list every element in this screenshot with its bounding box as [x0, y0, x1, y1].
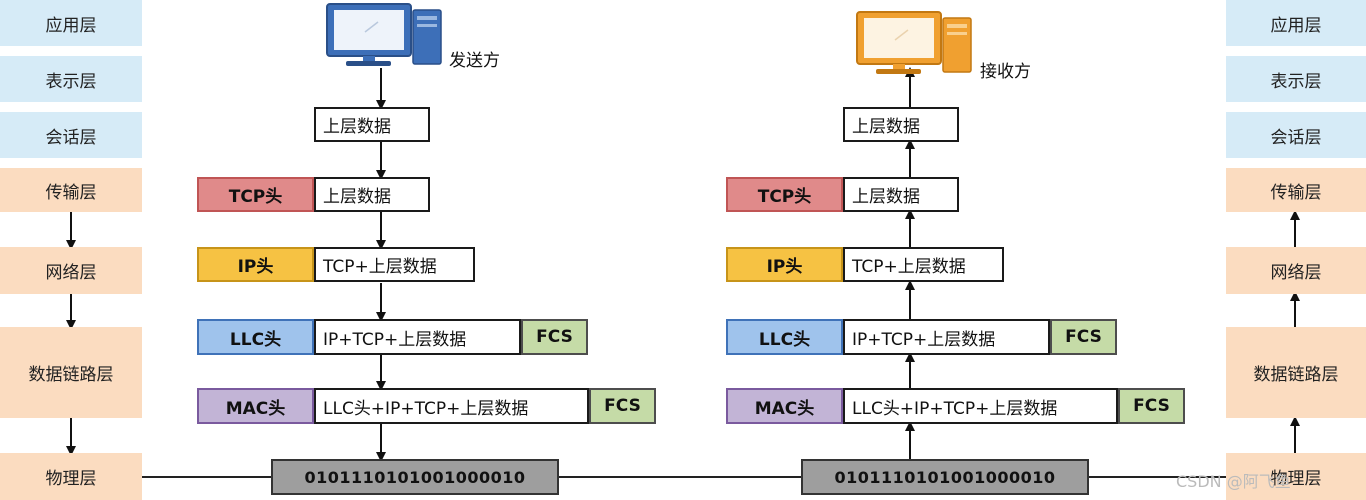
sender-bitstream: 0101110101001000010 — [271, 459, 559, 495]
left-layer-transport: 传输层 — [0, 168, 142, 212]
receiver-upper-data-box: 上层数据 — [843, 107, 959, 142]
right-layer-transport: 传输层 — [1226, 168, 1366, 212]
left-layer-application: 应用层 — [0, 0, 142, 46]
right-layer-network: 网络层 — [1226, 247, 1366, 294]
sender-label: 发送方 — [449, 51, 500, 71]
sender-llc-header: LLC头 — [197, 319, 314, 355]
receiver-mac-header: MAC头 — [726, 388, 843, 424]
sender-mac-fcs: FCS — [589, 388, 656, 424]
sender-computer-icon — [326, 3, 442, 66]
receiver-ip-header: IP头 — [726, 247, 843, 282]
left-layer-datalink-label: 数据链路层 — [28, 365, 114, 385]
right-layer-physical-label: 物理层 — [1270, 469, 1322, 489]
right-layer-presentation: 表示层 — [1226, 56, 1366, 102]
right-layer-application: 应用层 — [1226, 0, 1366, 46]
left-layer-presentation-label: 表示层 — [45, 71, 97, 92]
sender-ip-header: IP头 — [197, 247, 314, 282]
right-layer-presentation-label: 表示层 — [1270, 71, 1322, 92]
receiver-tcp-header: TCP头 — [726, 177, 843, 212]
receiver-ip-payload: TCP+上层数据 — [843, 247, 1004, 282]
right-layer-session: 会话层 — [1226, 112, 1366, 158]
right-layer-datalink-label: 数据链路层 — [1253, 365, 1339, 385]
left-layer-presentation: 表示层 — [0, 56, 142, 102]
right-layer-application-label: 应用层 — [1270, 15, 1322, 36]
left-layer-session-label: 会话层 — [45, 127, 97, 148]
sender-ip-payload: TCP+上层数据 — [314, 247, 475, 282]
right-layer-datalink: 数据链路层 — [1226, 327, 1366, 418]
receiver-llc-header: LLC头 — [726, 319, 843, 355]
receiver-computer-icon — [856, 11, 972, 74]
sender-mac-header: MAC头 — [197, 388, 314, 424]
left-layer-physical-label: 物理层 — [45, 469, 97, 489]
receiver-tcp-payload: 上层数据 — [843, 177, 959, 212]
watermark: CSDN @阿飞鱼 — [1176, 472, 1291, 491]
left-layer-network: 网络层 — [0, 247, 142, 294]
left-layer-session: 会话层 — [0, 112, 142, 158]
right-layer-physical: 物理层 — [1226, 453, 1366, 500]
receiver-mac-payload: LLC头+IP+TCP+上层数据 — [843, 388, 1118, 424]
sender-tcp-payload: 上层数据 — [314, 177, 430, 212]
right-layer-transport-label: 传输层 — [1270, 182, 1322, 203]
sender-llc-fcs: FCS — [521, 319, 588, 355]
sender-mac-payload: LLC头+IP+TCP+上层数据 — [314, 388, 589, 424]
left-layer-transport-label: 传输层 — [45, 182, 97, 203]
left-layer-physical: 物理层 — [0, 453, 142, 500]
receiver-label: 接收方 — [980, 62, 1031, 82]
sender-tcp-header: TCP头 — [197, 177, 314, 212]
left-layer-network-label: 网络层 — [45, 263, 97, 283]
right-layer-session-label: 会话层 — [1270, 127, 1322, 148]
receiver-bitstream: 0101110101001000010 — [801, 459, 1089, 495]
left-layer-application-label: 应用层 — [45, 15, 97, 36]
right-layer-network-label: 网络层 — [1270, 263, 1322, 283]
receiver-llc-fcs: FCS — [1050, 319, 1117, 355]
receiver-llc-payload: IP+TCP+上层数据 — [843, 319, 1050, 355]
sender-llc-payload: IP+TCP+上层数据 — [314, 319, 521, 355]
sender-upper-data-box: 上层数据 — [314, 107, 430, 142]
receiver-mac-fcs: FCS — [1118, 388, 1185, 424]
left-layer-datalink: 数据链路层 — [0, 327, 142, 418]
